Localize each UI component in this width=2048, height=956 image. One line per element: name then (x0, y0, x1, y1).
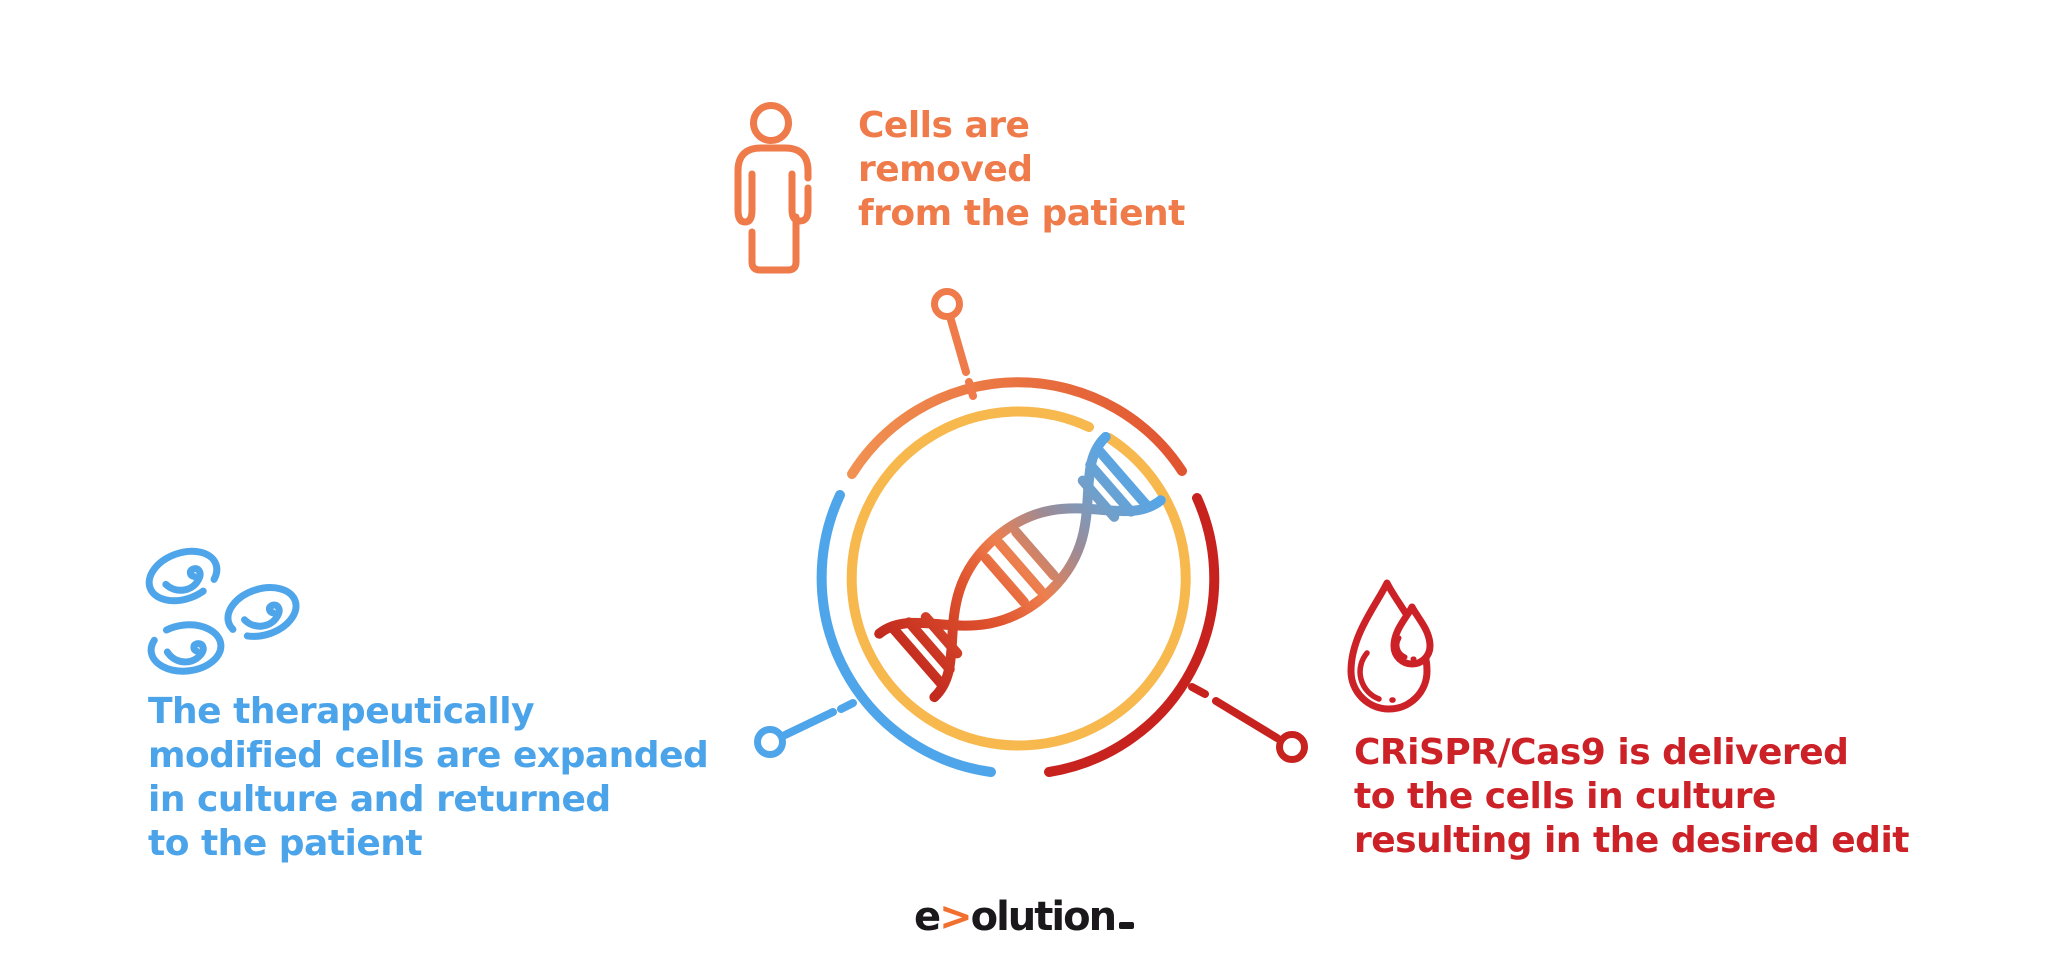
step-deliver-line: CRiSPR/Cas9 is delivered (1354, 732, 1849, 773)
connector-orange-line (947, 316, 977, 400)
dna-strand-a (874, 431, 1111, 639)
step-expand-line: The therapeutically (148, 691, 535, 732)
connector-orange-node (931, 288, 963, 320)
dna-rungs-left (888, 612, 963, 689)
logo-underscore (1119, 922, 1135, 929)
connector-red-node (1276, 731, 1308, 763)
ring-arc-orange (847, 377, 1187, 479)
patient-shoulders-left-arm (734, 144, 812, 226)
droplet-large-highlight (1357, 650, 1396, 703)
ring-inner-yellow (846, 406, 1191, 751)
step-deliver-text: CRiSPR/Cas9 is delivered to the cells in… (1354, 731, 1910, 863)
step-remove-line: from the patient (858, 193, 1185, 234)
dna-rungs-right (1077, 445, 1152, 522)
logo-prefix: e (913, 894, 941, 940)
step-expand-line: modified cells are expanded (148, 735, 709, 776)
step-expand-line: to the patient (148, 823, 423, 864)
droplet-small (1390, 603, 1434, 668)
process-ring (816, 377, 1220, 777)
step-deliver-line: to the cells in culture (1354, 776, 1776, 817)
connector-blue (754, 699, 857, 758)
blood-cell (145, 547, 221, 605)
patient-head (750, 102, 792, 144)
step-expand-text: The therapeutically modified cells are e… (148, 690, 709, 866)
droplet-icon (1347, 579, 1434, 713)
connector-blue-line (781, 699, 857, 739)
patient-icon (734, 102, 812, 274)
droplet-small-highlight (1394, 635, 1417, 662)
blood-cell (147, 621, 225, 675)
logo-arrow-icon: > (939, 894, 972, 940)
step-remove-text: Cells are removed from the patient (858, 104, 1185, 236)
step-deliver-line: resulting in the desired edit (1354, 820, 1910, 861)
blood-cells-icon (145, 547, 300, 675)
blood-cell (224, 584, 300, 640)
connector-red (1188, 683, 1308, 763)
step-expand-line: in culture and returned (148, 779, 611, 820)
step-remove-line: Cells are (858, 105, 1030, 146)
connector-red-line (1188, 683, 1281, 742)
patient-right-arm (788, 170, 812, 225)
dna-strand-b (929, 495, 1166, 703)
step-remove-line: removed (858, 149, 1033, 190)
ring-arc-blue (816, 490, 996, 777)
patient-torso (748, 213, 800, 274)
logo-suffix: olution (970, 894, 1117, 940)
ring-arc-red (1044, 493, 1220, 777)
connector-blue-node (754, 726, 786, 758)
dna-helix-icon (874, 431, 1166, 703)
dna-rungs-middle (980, 526, 1060, 608)
evolution-logo: e>olution (0, 894, 2048, 940)
connector-orange (931, 288, 977, 400)
